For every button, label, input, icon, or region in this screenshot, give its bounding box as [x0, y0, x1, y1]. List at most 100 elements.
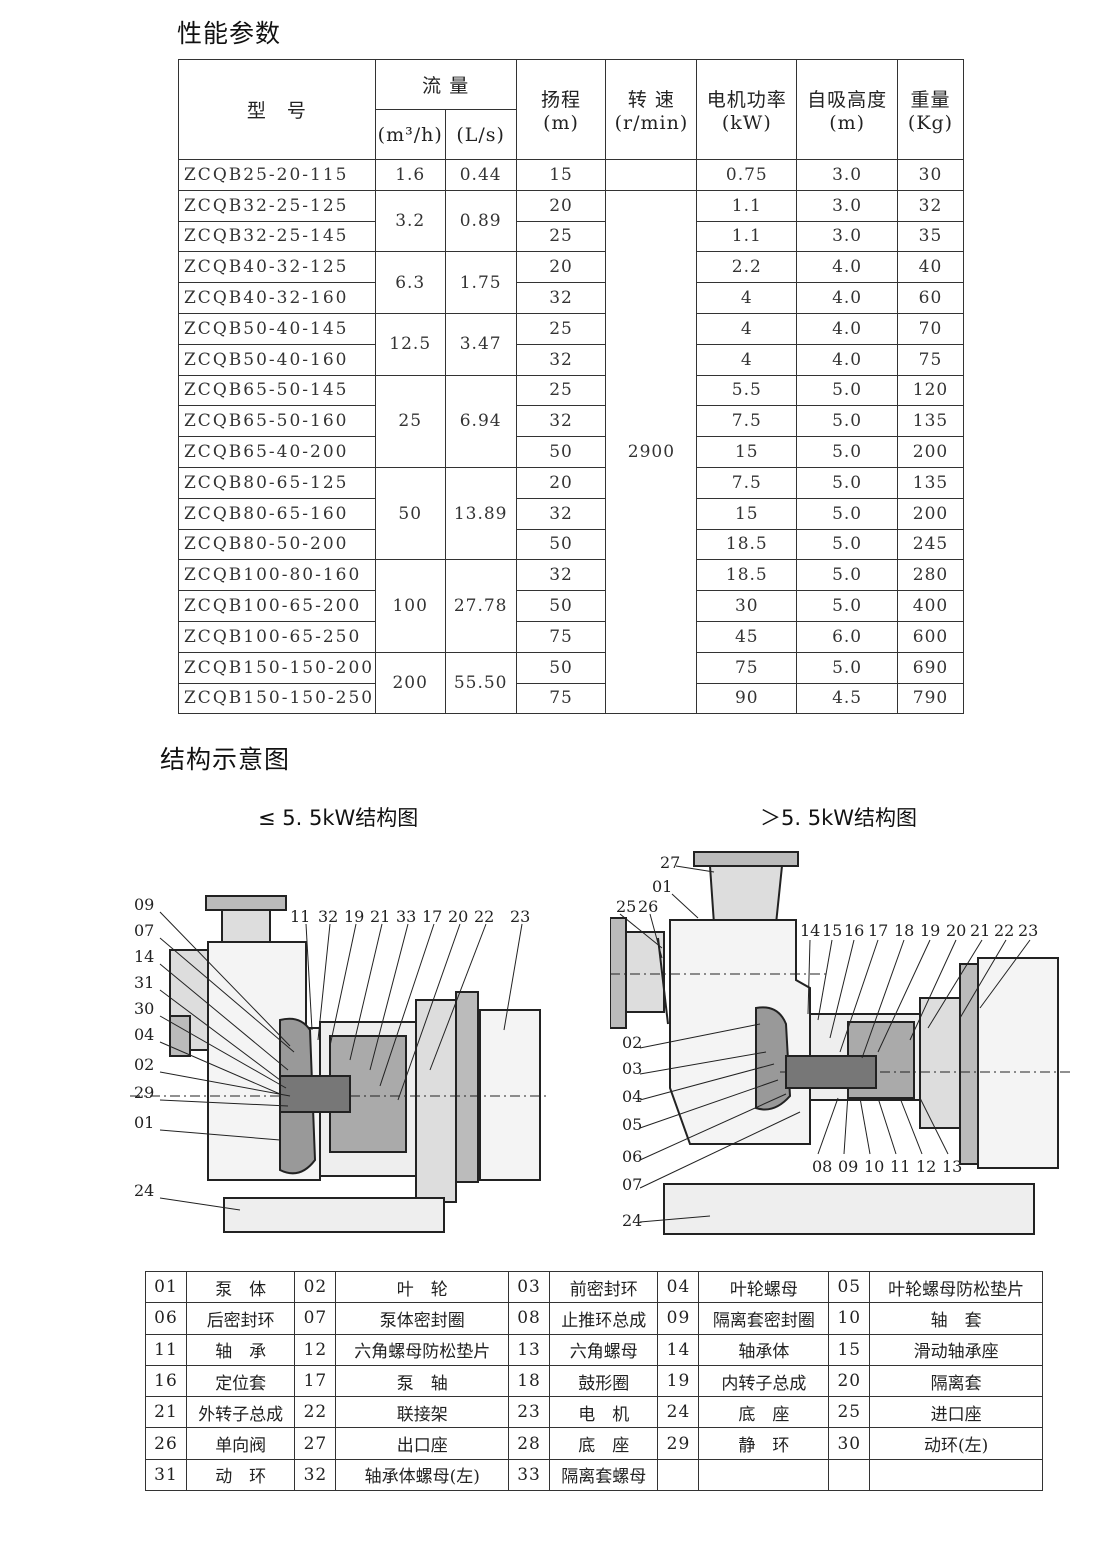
- power-cell: 4: [696, 312, 798, 345]
- suction-cell: 5.0: [796, 405, 898, 438]
- callout-label: 25: [616, 897, 636, 916]
- head-cell: 15: [515, 159, 607, 191]
- model-cell: ZCQB32-25-145: [178, 220, 376, 253]
- model-cell: ZCQB80-50-200: [178, 528, 376, 561]
- power-cell: 7.5: [696, 405, 798, 438]
- callout-label: 07: [622, 1175, 642, 1194]
- col-power: 电机功率(kW): [696, 59, 798, 160]
- callout-label: 19: [920, 921, 940, 940]
- part-number: 06: [145, 1302, 187, 1335]
- callout-label: 01: [134, 1113, 154, 1132]
- part-number: [657, 1458, 700, 1492]
- part-number: 33: [508, 1458, 551, 1492]
- callout-label: 24: [622, 1211, 642, 1230]
- head-cell: 20: [515, 189, 607, 222]
- part-name: 鼓形圈: [549, 1364, 659, 1398]
- part-name: 滑动轴承座: [869, 1333, 1043, 1366]
- part-number: 03: [508, 1270, 551, 1304]
- part-name: 泵体密封圈: [335, 1302, 510, 1335]
- callout-label: 04: [134, 1025, 154, 1044]
- performance-heading: 性能参数: [177, 19, 282, 48]
- part-name: 底 座: [549, 1427, 659, 1460]
- model-cell: ZCQB65-50-160: [178, 405, 376, 438]
- weight-cell: 280: [897, 559, 964, 592]
- head-cell: 32: [515, 405, 607, 438]
- part-number: 08: [508, 1302, 551, 1335]
- model-cell: ZCQB65-50-145: [178, 374, 376, 407]
- flow-ls-cell: 27.78: [444, 559, 517, 653]
- part-number: 19: [657, 1364, 700, 1398]
- col-model: 型 号: [178, 59, 376, 160]
- weight-cell: 32: [897, 189, 964, 222]
- flow-ls-cell: 13.89: [444, 466, 517, 561]
- weight-cell: 245: [897, 528, 964, 561]
- suction-cell: 3.0: [796, 189, 898, 222]
- model-cell: ZCQB80-65-125: [178, 466, 376, 499]
- power-cell: 7.5: [696, 466, 798, 499]
- weight-cell: 75: [897, 343, 964, 376]
- suction-cell: 5.0: [796, 436, 898, 468]
- part-name: 隔离套螺母: [549, 1458, 659, 1492]
- callout-label: 21: [970, 921, 990, 940]
- callout-label: 09: [134, 895, 154, 914]
- callout-label: 22: [994, 921, 1014, 940]
- part-name: 单向阀: [185, 1427, 296, 1460]
- flow-ls-cell: 3.47: [444, 312, 517, 376]
- weight-cell: 200: [897, 497, 964, 530]
- callout-label: 30: [134, 999, 154, 1018]
- model-cell: ZCQB65-40-200: [178, 436, 376, 468]
- callout-label: 24: [134, 1181, 154, 1200]
- power-cell: 0.75: [696, 159, 798, 191]
- callout-label: 06: [622, 1147, 642, 1166]
- part-number: 18: [508, 1364, 551, 1398]
- power-cell: 15: [696, 436, 798, 468]
- callout-label: 29: [134, 1083, 154, 1102]
- model-cell: ZCQB32-25-125: [178, 189, 376, 222]
- part-name: 进口座: [869, 1396, 1043, 1429]
- head-cell: 75: [515, 620, 607, 653]
- callout-label: 14: [800, 921, 820, 940]
- part-number: 13: [508, 1333, 551, 1366]
- callout-label: 08: [812, 1157, 832, 1176]
- head-cell: 32: [515, 559, 607, 592]
- structure-heading: 结构示意图: [160, 745, 291, 774]
- model-cell: ZCQB50-40-160: [178, 343, 376, 376]
- callout-label: 23: [1018, 921, 1038, 940]
- model-cell: ZCQB150-150-250: [178, 682, 376, 715]
- callout-label: 10: [864, 1157, 884, 1176]
- callout-label: 02: [622, 1033, 642, 1052]
- head-cell: 50: [515, 436, 607, 468]
- part-name: 隔离套密封圈: [698, 1302, 830, 1335]
- head-cell: 25: [515, 312, 607, 345]
- power-cell: 75: [696, 651, 798, 684]
- power-cell: 4: [696, 282, 798, 314]
- suction-cell: 4.0: [796, 312, 898, 345]
- suction-cell: 5.0: [796, 528, 898, 561]
- power-cell: 1.1: [696, 189, 798, 222]
- part-name: 动 环: [185, 1458, 296, 1492]
- head-cell: 32: [515, 343, 607, 376]
- part-name: 轴承体: [698, 1333, 830, 1366]
- flow-ls-cell: 1.75: [444, 251, 517, 314]
- part-name: 底 座: [698, 1396, 830, 1429]
- performance-table: 型 号 流 量 扬程(m) 转 速(r/min) 电机功率(kW) 自吸高度(m…: [178, 59, 964, 715]
- callout-label: 12: [916, 1157, 936, 1176]
- suction-cell: 6.0: [796, 620, 898, 653]
- part-name: 泵 轴: [335, 1364, 510, 1398]
- callout-label: 26: [638, 897, 658, 916]
- suction-cell: 5.0: [796, 590, 898, 622]
- power-cell: 15: [696, 497, 798, 530]
- callout-label: 18: [894, 921, 914, 940]
- head-cell: 50: [515, 590, 607, 622]
- suction-cell: 5.0: [796, 466, 898, 499]
